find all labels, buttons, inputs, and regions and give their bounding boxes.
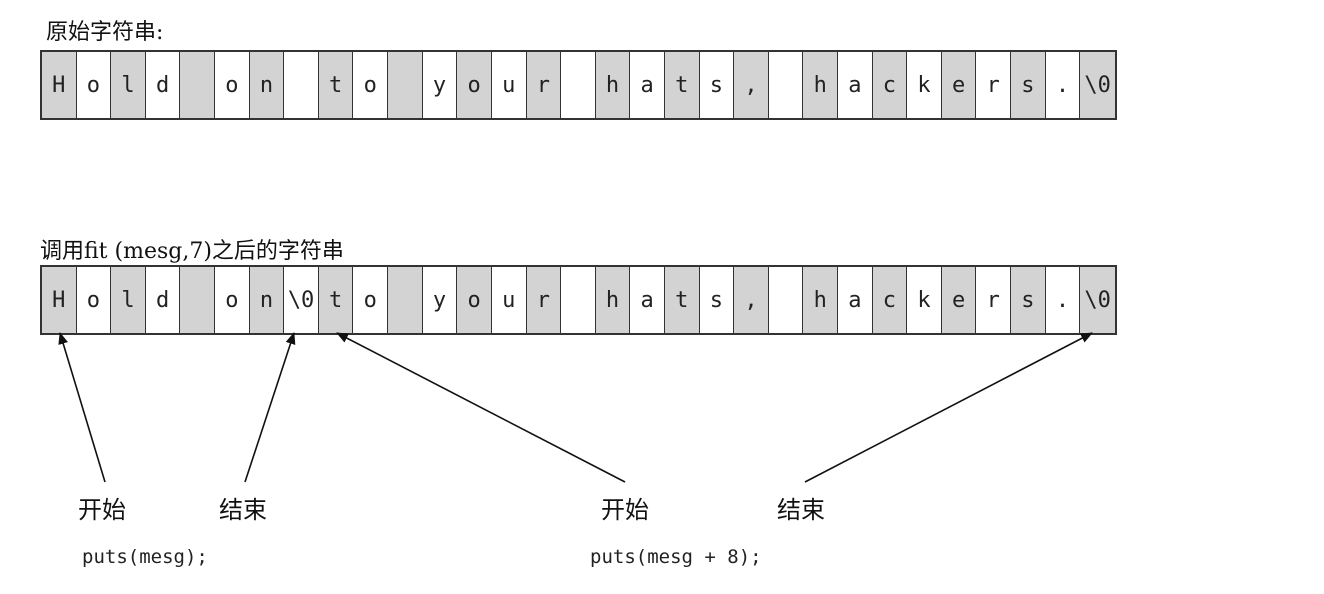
arrow-end-left: [244, 332, 296, 483]
modified-cell: a: [838, 267, 873, 333]
modified-cell: u: [491, 267, 527, 333]
modified-cell: h: [803, 267, 839, 333]
modified-cell: o: [353, 267, 389, 333]
modified-title: 调用fit (mesg,7)之后的字符串: [40, 239, 344, 264]
modified-cell: y: [422, 267, 458, 333]
modified-cell: ,: [734, 267, 769, 333]
modified-cell: n: [249, 267, 285, 333]
original-cell: e: [941, 52, 977, 118]
original-cell: s: [1011, 52, 1046, 118]
modified-cell: o: [76, 267, 112, 333]
original-cell: ,: [734, 52, 769, 118]
modified-cell: o: [215, 267, 250, 333]
original-cell: .: [1045, 52, 1081, 118]
original-cell: t: [318, 52, 354, 118]
original-cell: l: [111, 52, 146, 118]
original-cell: [388, 52, 423, 118]
modified-cell: H: [42, 267, 77, 333]
modified-cell: \0: [1080, 267, 1115, 333]
code-right: puts(mesg + 8);: [590, 546, 762, 568]
original-cell: a: [630, 52, 665, 118]
start-label-left: 开始: [78, 496, 126, 524]
modified-cell: s: [699, 267, 735, 333]
modified-cell: d: [145, 267, 181, 333]
modified-cell: h: [595, 267, 631, 333]
original-cell: h: [595, 52, 631, 118]
modified-cell: e: [941, 267, 977, 333]
original-cell: t: [664, 52, 700, 118]
original-cell: n: [249, 52, 285, 118]
original-cell: s: [699, 52, 735, 118]
original-cell: r: [526, 52, 562, 118]
original-cell: \0: [1080, 52, 1115, 118]
modified-cell: a: [630, 267, 665, 333]
modified-cell: r: [526, 267, 562, 333]
original-cell: o: [76, 52, 112, 118]
original-cell: r: [976, 52, 1012, 118]
original-cell: o: [215, 52, 250, 118]
modified-cell: o: [457, 267, 492, 333]
original-cell: o: [353, 52, 389, 118]
original-cell: k: [907, 52, 942, 118]
modified-cell: \0: [284, 267, 319, 333]
arrow-end-right: [804, 332, 1093, 483]
original-cell: d: [145, 52, 181, 118]
original-title: 原始字符串:: [46, 20, 164, 45]
start-label-right: 开始: [601, 496, 649, 524]
original-cell: a: [838, 52, 873, 118]
arrow-start-right: [336, 332, 626, 483]
original-cell: [180, 52, 216, 118]
modified-cell: t: [664, 267, 700, 333]
modified-cell: [180, 267, 216, 333]
modified-cell: r: [976, 267, 1012, 333]
original-cell: y: [422, 52, 458, 118]
original-cell: c: [872, 52, 908, 118]
end-label-right: 结束: [777, 496, 825, 524]
original-cell: h: [803, 52, 839, 118]
modified-cell: l: [111, 267, 146, 333]
original-cell: [768, 52, 804, 118]
original-cell: [561, 52, 596, 118]
end-label-left: 结束: [219, 496, 267, 524]
modified-cell: .: [1045, 267, 1081, 333]
original-cell: o: [457, 52, 492, 118]
modified-cell: k: [907, 267, 942, 333]
modified-cell: s: [1011, 267, 1046, 333]
modified-cell: [768, 267, 804, 333]
original-cell: H: [42, 52, 77, 118]
arrow-start-left: [58, 332, 106, 483]
modified-cell: c: [872, 267, 908, 333]
original-cell: u: [491, 52, 527, 118]
code-left: puts(mesg);: [82, 546, 208, 568]
modified-cell: [561, 267, 596, 333]
original-cell: [284, 52, 319, 118]
modified-cell: t: [318, 267, 354, 333]
modified-cell: [388, 267, 423, 333]
